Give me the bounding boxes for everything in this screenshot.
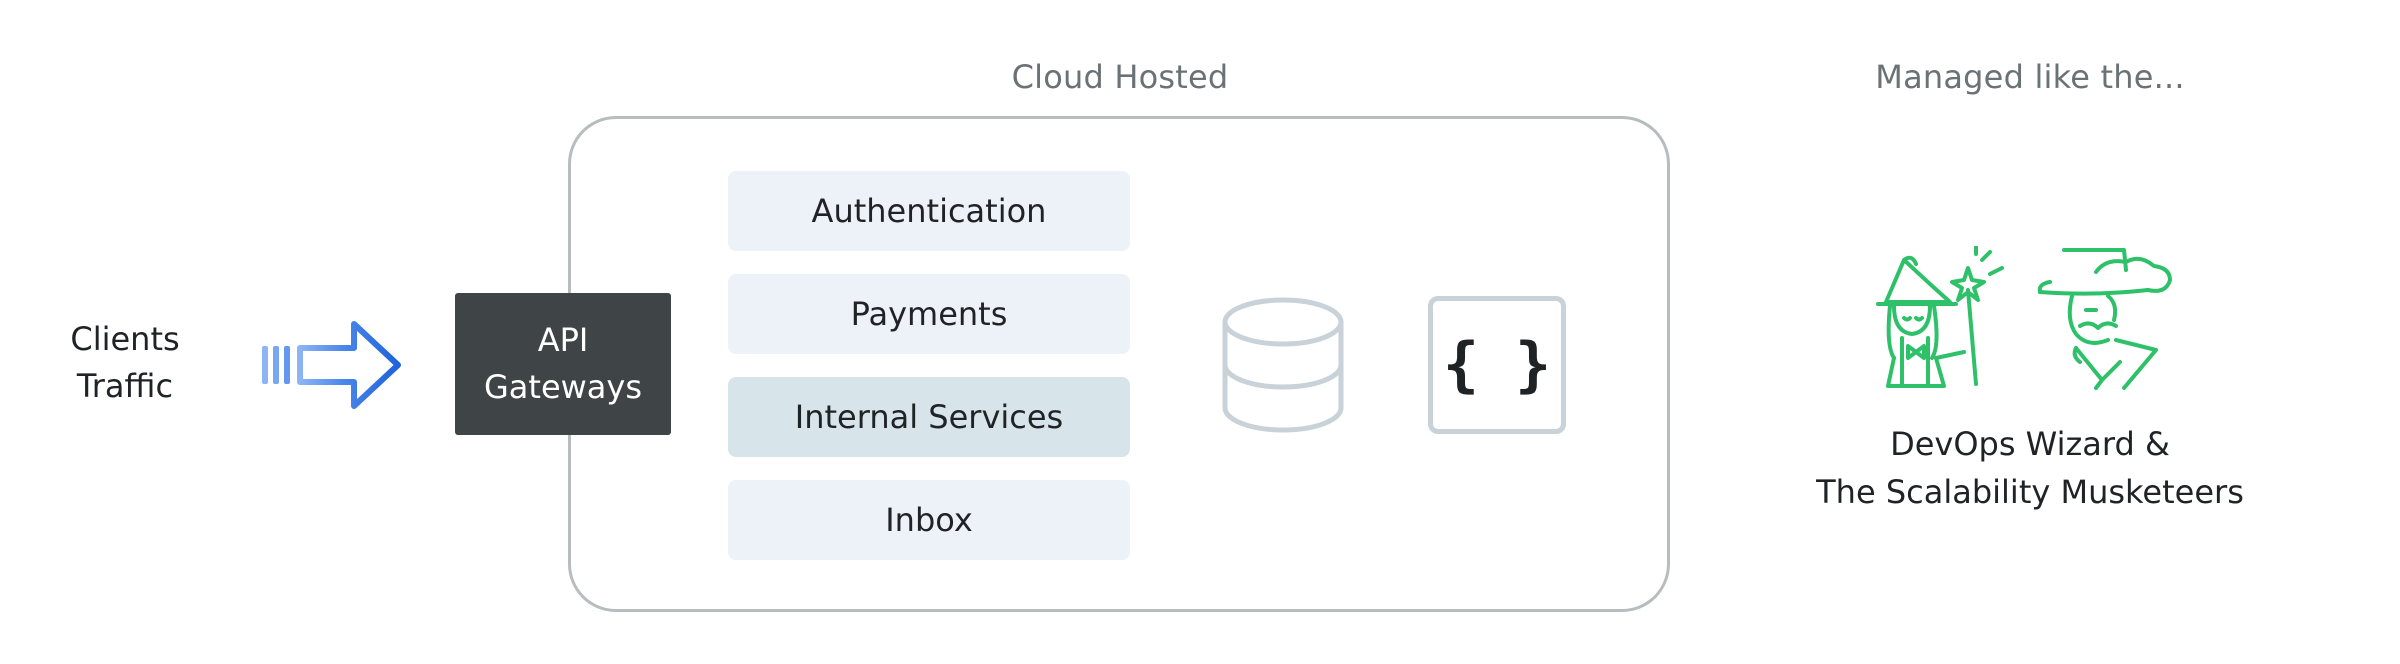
api-gateway-line2: Gateways [483, 368, 643, 406]
curly-braces-glyph: { } [1442, 330, 1552, 400]
devops-team-label: DevOps Wizard & The Scalability Musketee… [1760, 420, 2300, 516]
clients-label-line1: Clients [70, 320, 180, 358]
cloud-hosted-caption: Cloud Hosted [1011, 58, 1229, 96]
service-internal-services: Internal Services [728, 377, 1130, 457]
clients-label-line2: Traffic [76, 367, 174, 405]
curly-braces-icon: { } [1428, 296, 1566, 434]
service-authentication: Authentication [728, 171, 1130, 251]
musketeer-icon [2037, 248, 2172, 390]
database-icon [1222, 297, 1344, 433]
wizard-icon [1876, 246, 2004, 388]
clients-traffic-label: Clients Traffic [40, 316, 210, 410]
traffic-arrow-icon [262, 321, 401, 409]
api-gateway-block: API Gateways [455, 293, 671, 435]
managed-caption: Managed like the... [1875, 58, 2185, 96]
team-label-line1: DevOps Wizard & [1890, 425, 2170, 463]
service-inbox: Inbox [728, 480, 1130, 560]
service-payments: Payments [728, 274, 1130, 354]
api-gateway-line1: API [537, 321, 589, 359]
team-label-line2: The Scalability Musketeers [1816, 473, 2244, 511]
